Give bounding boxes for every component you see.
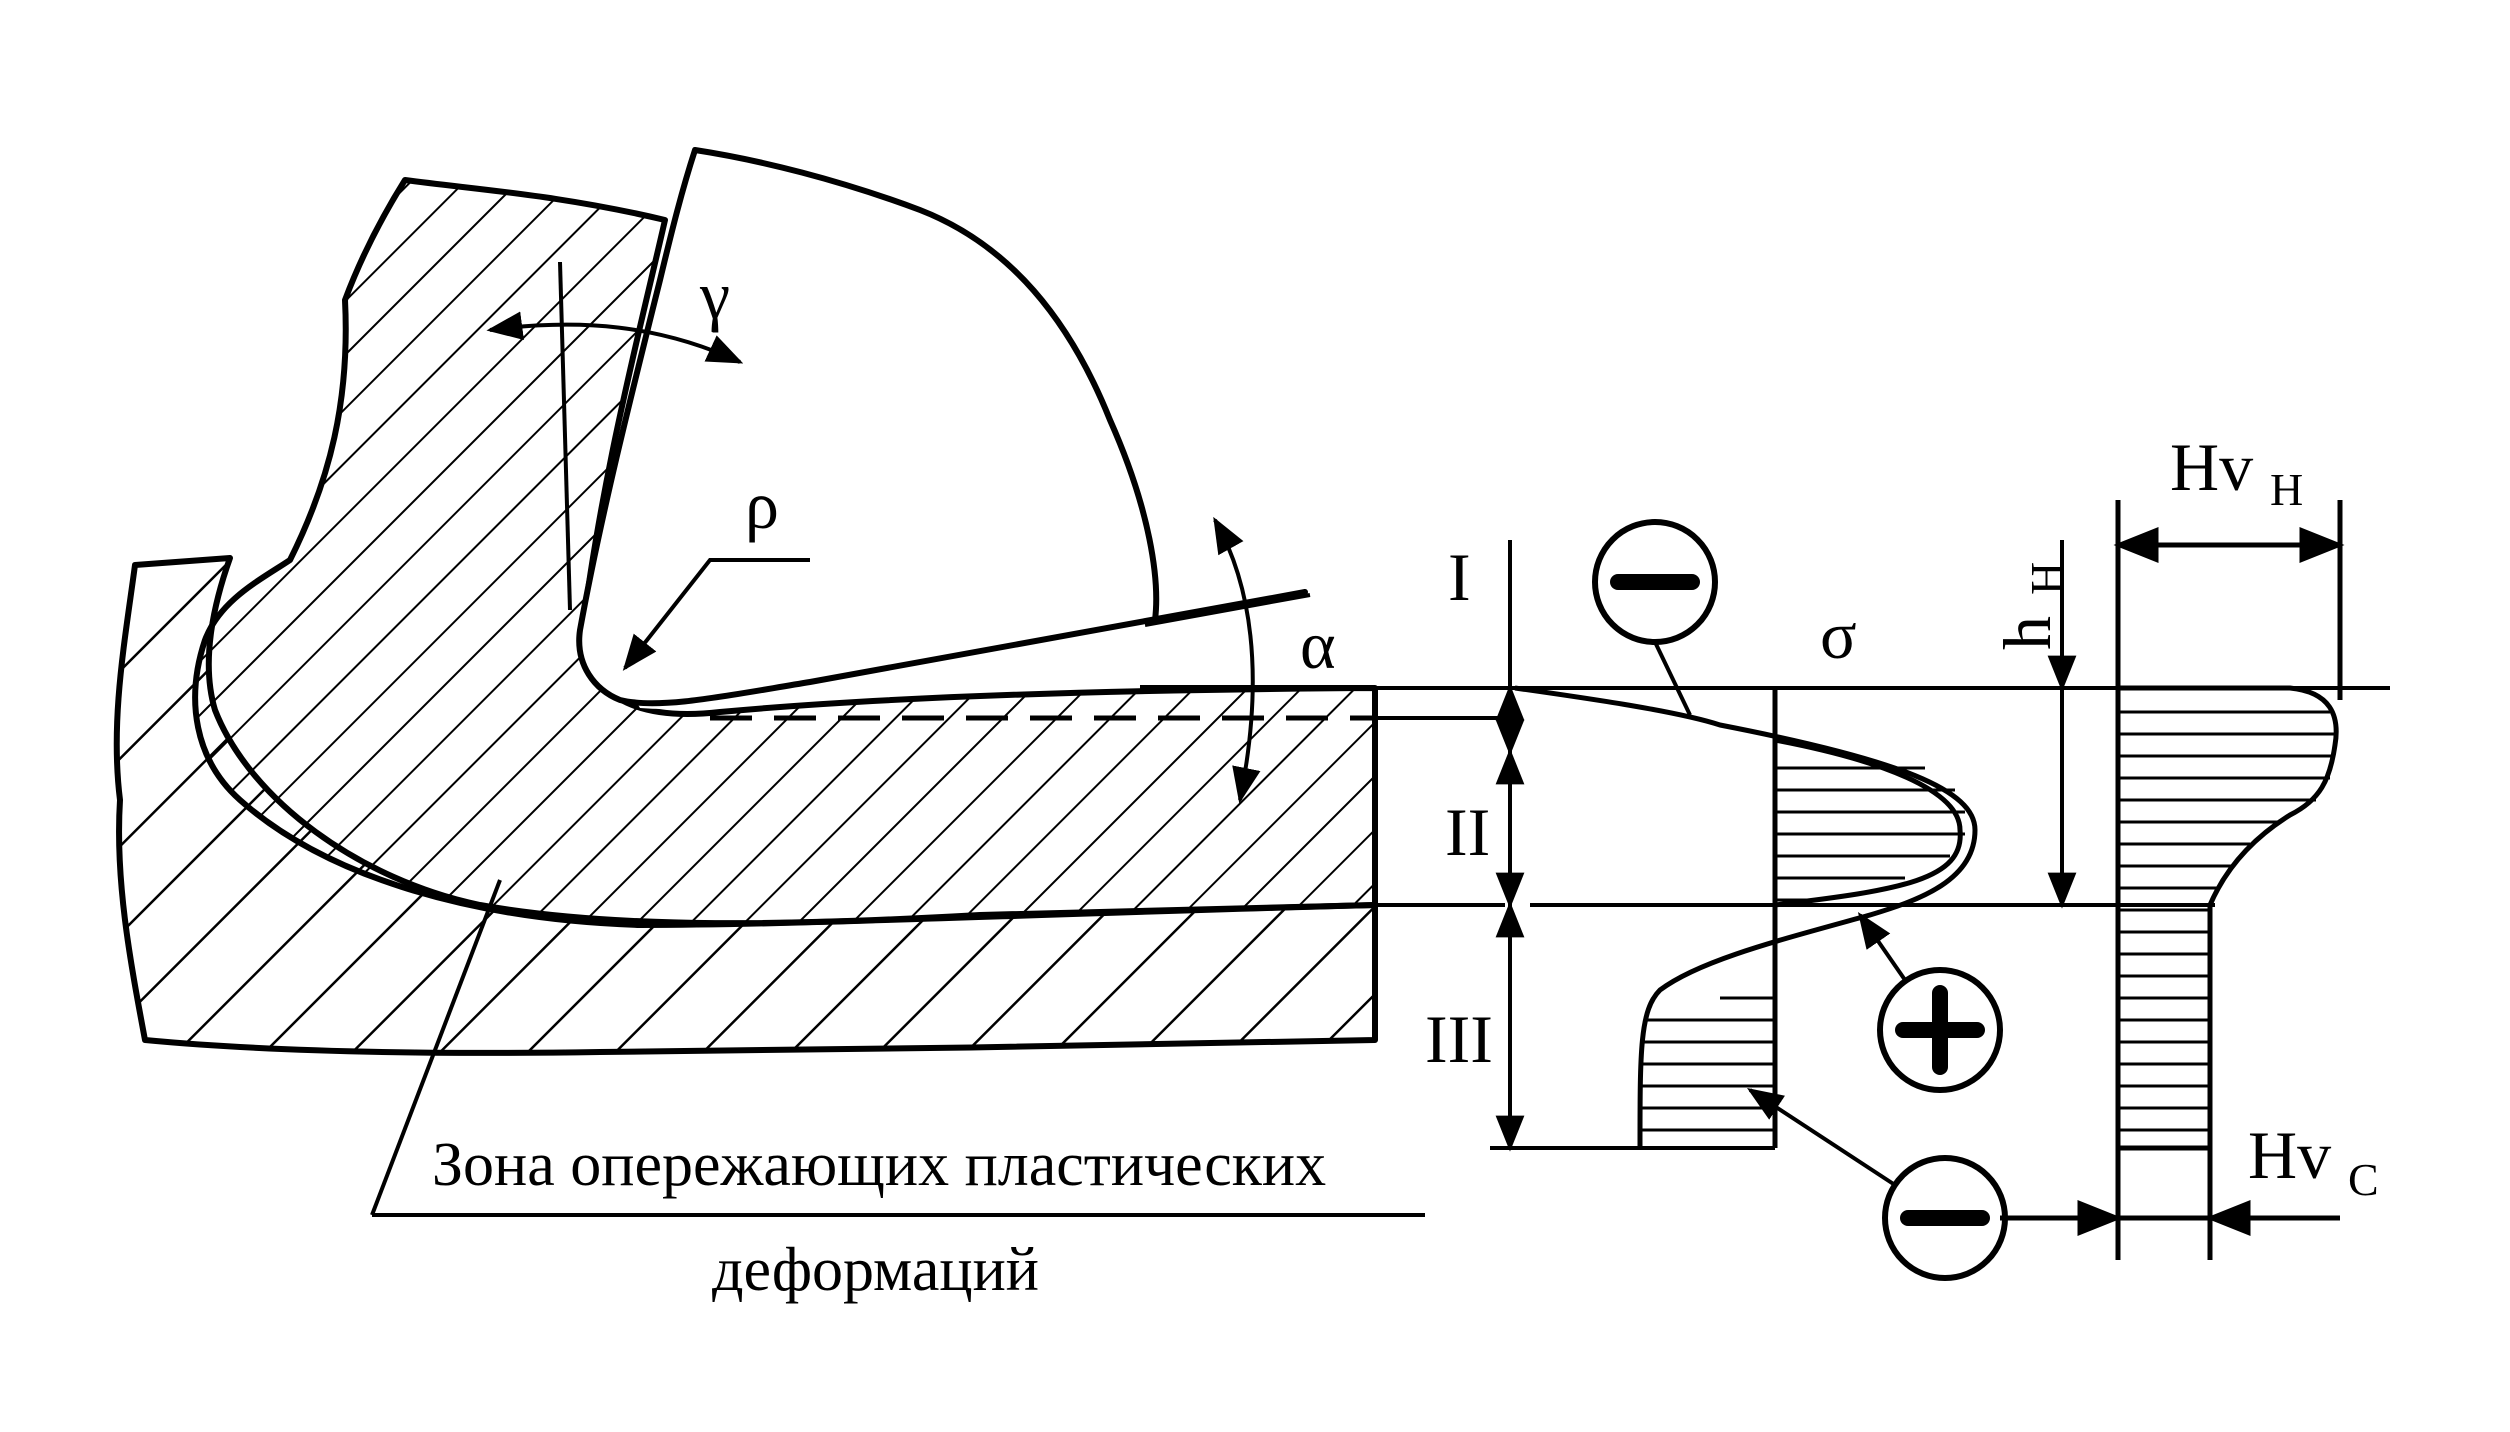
plus-sign	[1857, 912, 2003, 1093]
stress-curve	[1514, 685, 1978, 1149]
workpiece-group	[113, 177, 1378, 1056]
zone-label-2: II	[1445, 794, 1490, 870]
label-h: h	[1989, 616, 2065, 650]
hardness-hatch	[2118, 710, 2336, 1132]
zone-label-3: III	[1425, 1001, 1493, 1077]
label-sigma: σ	[1820, 597, 1857, 673]
rake-angle-marker	[486, 261, 744, 611]
label-hv-bottom-sub: C	[2348, 1154, 2379, 1205]
clearance-angle-marker	[1144, 516, 1311, 804]
label-hv-top: Hv	[2170, 429, 2253, 505]
cutting-tool	[576, 147, 1375, 721]
hardness-profile	[2000, 500, 2345, 1260]
label-h-sub: H	[2021, 562, 2072, 595]
label-rho: ρ	[745, 467, 779, 543]
stress-tension-hatch	[1775, 766, 1965, 902]
stress-compression-hatch	[1642, 996, 1775, 1132]
caption-line-2: деформаций	[712, 1236, 1039, 1304]
stress-profile	[1514, 685, 1978, 1149]
tool-body	[576, 147, 1308, 707]
hardness-curve	[2118, 685, 2339, 1151]
caption-line-1: Зона опережающих пластических	[432, 1131, 1326, 1199]
label-hv-top-sub: H	[2270, 464, 2303, 515]
label-hv-bottom: Hv	[2248, 1117, 2331, 1193]
chip-deformation-zone	[192, 177, 1378, 928]
label-alpha: α	[1300, 607, 1336, 683]
label-gamma: γ	[699, 257, 730, 333]
edge-radius-leader	[622, 558, 810, 671]
minus-sign-bottom	[1746, 1088, 2008, 1281]
minus-sign-top	[1592, 519, 1718, 716]
stress-tension-fill	[1772, 736, 1963, 908]
caption-leader	[370, 879, 1425, 1217]
zone-label-1: I	[1448, 539, 1471, 615]
